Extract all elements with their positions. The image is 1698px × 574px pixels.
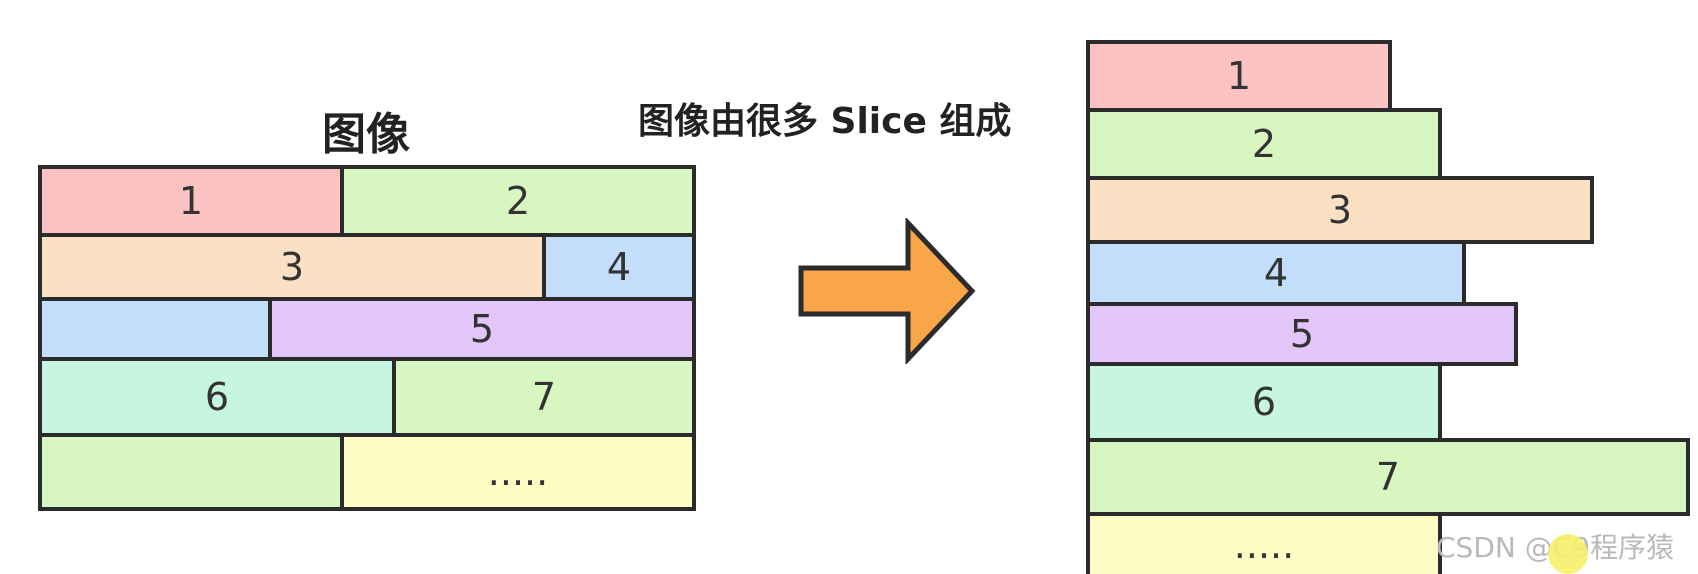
image-block-1: 1 [38,165,344,237]
image-block-4-continued [38,297,272,361]
block-label: 5 [469,307,495,351]
slice-label: 7 [1375,455,1401,499]
slice-7: 7 [1086,438,1690,516]
slice-1: 1 [1086,40,1392,112]
image-block-3: 3 [38,233,546,301]
arrow-shape [798,218,976,364]
slice-label: 6 [1251,380,1277,424]
slice-5: 5 [1086,302,1518,366]
block-label: 3 [279,245,305,289]
image-block-6: 6 [38,357,396,437]
block-label: 4 [606,245,632,289]
image-block-more: ..... [340,433,696,511]
image-block-7: 7 [392,357,696,437]
image-block-2: 2 [340,165,696,237]
slice-label: 3 [1327,188,1353,232]
block-label: 7 [531,375,557,419]
slice-more: ..... [1086,512,1442,574]
image-title: 图像 [322,109,410,160]
block-label: ..... [487,450,549,494]
slice-label: 5 [1289,312,1315,356]
slice-label: 1 [1226,54,1252,98]
block-label: 1 [178,179,204,223]
image-block-4: 4 [542,233,696,301]
image-block-8 [38,433,344,511]
slice-4: 4 [1086,240,1466,306]
slice-label: 2 [1251,122,1277,166]
slice-label: ..... [1233,523,1295,567]
block-label: 6 [204,375,230,419]
image-block-5: 5 [268,297,696,361]
block-label: 2 [505,179,531,223]
slice-3: 3 [1086,176,1594,244]
right-arrow-icon [798,218,976,364]
slice-6: 6 [1086,362,1442,442]
caption-text: 图像由很多 Slice 组成 [638,101,1012,142]
slice-2: 2 [1086,108,1442,180]
slice-label: 4 [1263,251,1289,295]
cursor-highlight-icon [1548,534,1588,574]
